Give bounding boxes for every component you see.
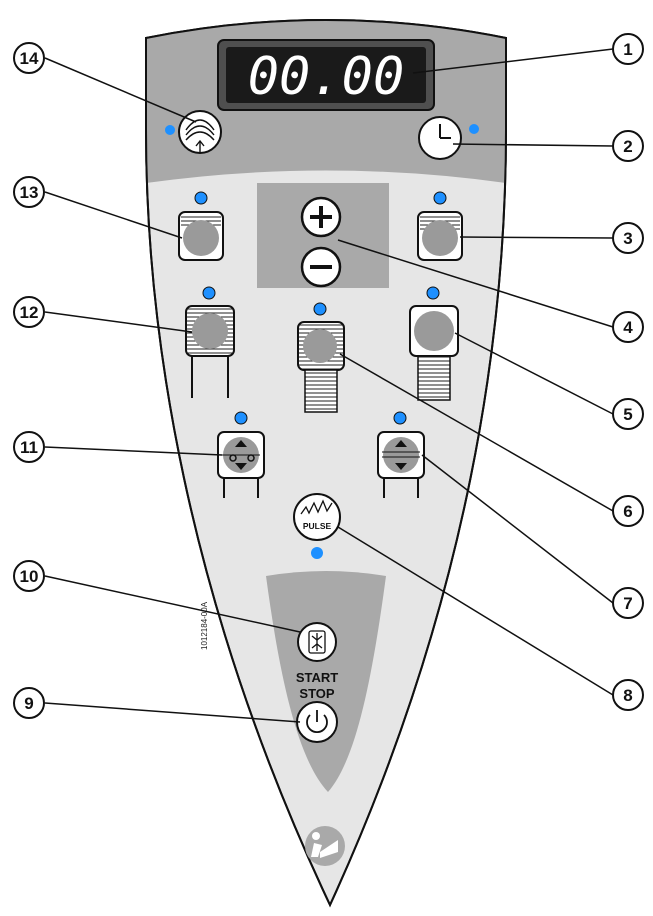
callout-4: 4: [612, 311, 644, 343]
svg-text:8: 8: [623, 686, 632, 705]
callout-6: 6: [612, 495, 644, 527]
callout-8: 8: [612, 679, 644, 711]
callout-5: 5: [612, 398, 644, 430]
svg-text:3: 3: [623, 229, 632, 248]
display-readout: 00.00: [248, 47, 405, 107]
callout-13: 13: [13, 176, 45, 208]
svg-text:5: 5: [623, 405, 632, 424]
head-adjust-indicator: [234, 411, 248, 425]
svg-text:1: 1: [623, 40, 632, 59]
callout-9: 9: [13, 687, 45, 719]
up-down-arrows-icon: [382, 440, 420, 470]
clock-icon: [439, 124, 451, 139]
massage-indicator: [165, 125, 175, 135]
callout-2: 2: [612, 130, 644, 162]
leader-lines: [44, 48, 614, 723]
power-icon: [306, 710, 328, 734]
pulse-icon: [300, 499, 333, 515]
massage-icon: [185, 119, 215, 152]
foot-up-indicator: [433, 191, 447, 205]
start-label: START: [296, 670, 338, 685]
svg-text:2: 2: [623, 137, 632, 156]
preset-6-indicator: [313, 302, 327, 316]
pulse-button[interactable]: [293, 493, 341, 541]
svg-text:4: 4: [623, 318, 633, 337]
svg-text:12: 12: [20, 303, 39, 322]
timer-indicator: [469, 124, 479, 134]
bottom-grey-zone: [266, 571, 386, 792]
foot-adjust-indicator: [393, 411, 407, 425]
preset-5-indicator: [426, 286, 440, 300]
callout-12: 12: [13, 296, 45, 328]
plus-icon: [310, 206, 332, 228]
callout-3: 3: [612, 222, 644, 254]
svg-text:7: 7: [623, 594, 632, 613]
start-stop-icon: [308, 630, 326, 654]
svg-text:9: 9: [24, 694, 33, 713]
pulse-indicator: [311, 547, 323, 559]
stop-label: STOP: [299, 686, 334, 701]
svg-text:14: 14: [20, 49, 39, 68]
callout-10: 10: [13, 560, 45, 592]
callout-1: 1: [612, 33, 644, 65]
callout-14: 14: [13, 42, 45, 74]
document-code: 1012184-00A: [200, 601, 209, 650]
svg-text:6: 6: [623, 502, 632, 521]
pulse-label: PULSE: [303, 521, 332, 531]
up-down-arrows-icon: [222, 440, 260, 470]
svg-text:11: 11: [20, 438, 38, 457]
svg-text:10: 10: [20, 567, 39, 586]
head-up-indicator: [194, 191, 208, 205]
read-manual-icon: [305, 826, 345, 866]
callout-7: 7: [612, 587, 644, 619]
svg-text:13: 13: [20, 183, 39, 202]
preset-12-indicator: [202, 286, 216, 300]
callout-11: 11: [13, 431, 45, 463]
